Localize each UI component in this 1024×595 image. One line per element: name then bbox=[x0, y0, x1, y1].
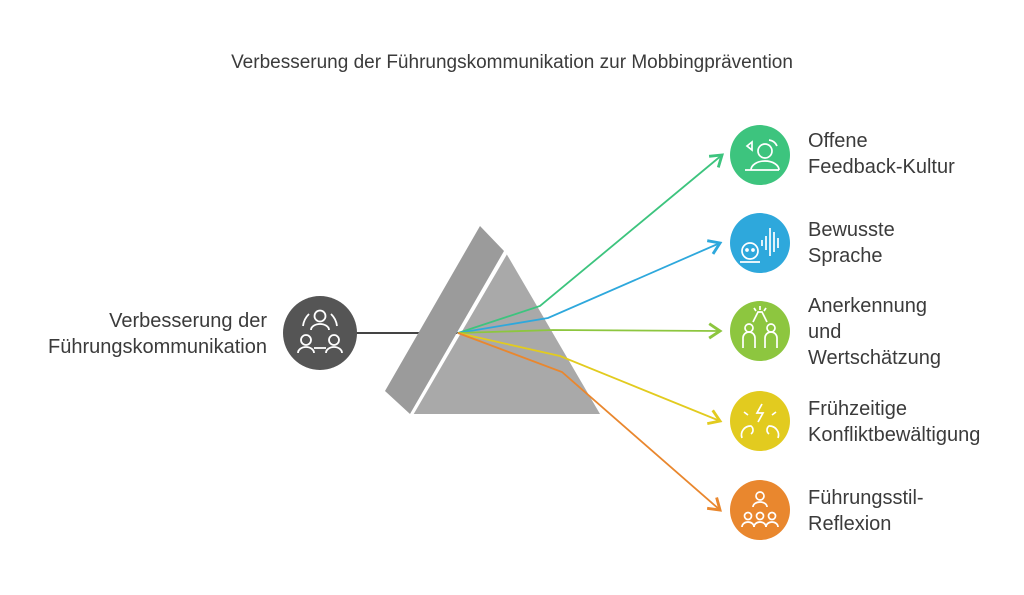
beam-lime bbox=[457, 322, 723, 340]
beam-blue bbox=[457, 239, 723, 334]
output-label-feedback: Offene Feedback-Kultur bbox=[808, 128, 955, 180]
output-label-line: Führungsstil- bbox=[808, 487, 924, 509]
feedback-person-icon bbox=[730, 125, 790, 185]
beam-yellow bbox=[457, 332, 723, 426]
output-label-line: Frühzeitige bbox=[808, 398, 907, 420]
high-five-icon bbox=[730, 301, 790, 361]
conflict-icon bbox=[730, 391, 790, 451]
speaking-head-icon bbox=[730, 213, 790, 273]
output-label-line: Offene bbox=[808, 130, 868, 152]
output-label-language: Bewusste Sprache bbox=[808, 217, 895, 269]
output-label-line: Sprache bbox=[808, 245, 883, 267]
output-label-recognition: Anerkennung und Wertschätzung bbox=[808, 293, 941, 371]
output-label-leadership: Führungsstil- Reflexion bbox=[808, 485, 924, 537]
output-label-line: und bbox=[808, 321, 842, 343]
beam-green bbox=[457, 153, 724, 334]
output-label-line: Konfliktbewältigung bbox=[808, 424, 981, 446]
output-label-line: Feedback-Kultur bbox=[808, 156, 955, 178]
leader-group-icon bbox=[730, 480, 790, 540]
output-label-line: Bewusste bbox=[808, 219, 895, 241]
output-label-line: Anerkennung bbox=[808, 295, 927, 317]
diagram-title: Verbesserung der Führungskommunikation z… bbox=[231, 52, 793, 73]
prism bbox=[385, 226, 600, 415]
output-label-line: Reflexion bbox=[808, 513, 892, 535]
source-label-line-2: Führungskommunikation bbox=[48, 336, 267, 358]
beam-orange bbox=[457, 332, 722, 512]
output-label-conflict: Frühzeitige Konfliktbewältigung bbox=[808, 396, 980, 448]
output-label-line: Wertschätzung bbox=[808, 347, 942, 369]
team-communication-icon bbox=[283, 296, 357, 370]
source-label-line-1: Verbesserung der bbox=[109, 310, 267, 332]
source-label: Verbesserung der Führungskommunikation bbox=[7, 308, 267, 360]
